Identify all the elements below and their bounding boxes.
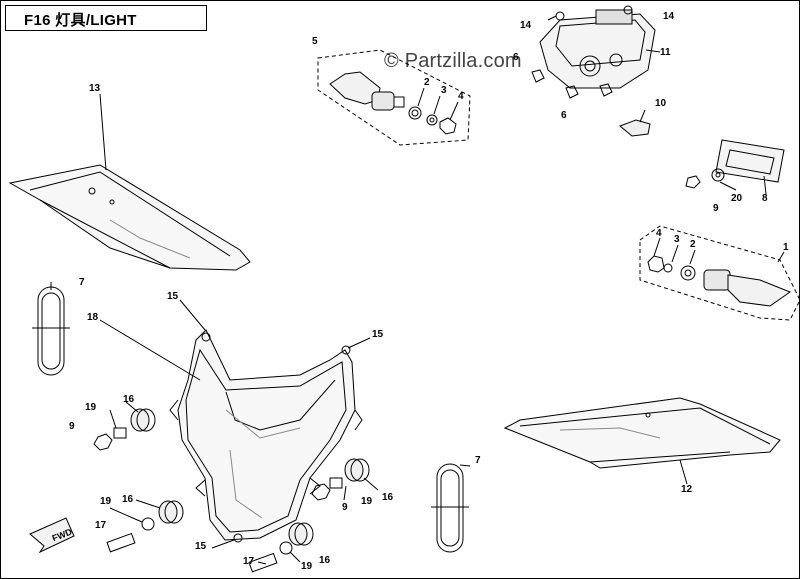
left-turn-signal bbox=[317, 49, 471, 146]
callout-4-left: 4 bbox=[458, 91, 464, 102]
callout-6-upper: 6 bbox=[513, 52, 519, 63]
callout-13: 13 bbox=[89, 83, 101, 94]
left-cover-panel bbox=[8, 93, 251, 271]
callout-16-lower-left: 16 bbox=[122, 494, 134, 505]
right-cover-panel bbox=[503, 397, 781, 485]
tail-light-housing bbox=[531, 5, 661, 99]
right-turn-signal bbox=[639, 225, 800, 321]
license-light-bracket bbox=[619, 109, 651, 137]
forward-direction-arrow bbox=[29, 517, 75, 554]
callout-12: 12 bbox=[681, 484, 693, 495]
callout-16-right: 16 bbox=[382, 492, 394, 503]
callout-3-left: 3 bbox=[441, 85, 447, 96]
callout-19-lower-right: 19 bbox=[301, 561, 313, 572]
callout-15-bottom: 15 bbox=[195, 541, 207, 552]
left-lower-mount-hardware bbox=[106, 499, 184, 553]
headlight-assembly bbox=[99, 299, 371, 549]
callout-15-right: 15 bbox=[372, 329, 384, 340]
callout-19-upper-left: 19 bbox=[85, 402, 97, 413]
callout-9-reflector: 9 bbox=[713, 203, 719, 214]
callout-17-right: 17 bbox=[243, 556, 255, 567]
callout-16-upper-left: 16 bbox=[123, 394, 135, 405]
callout-17-left: 17 bbox=[95, 520, 107, 531]
callout-7-right: 7 bbox=[475, 455, 481, 466]
callout-3-right: 3 bbox=[674, 234, 680, 245]
title-block: F16 灯具/LIGHT bbox=[5, 5, 207, 31]
callout-18: 18 bbox=[87, 312, 99, 323]
callout-9-right: 9 bbox=[342, 502, 348, 513]
callout-11: 11 bbox=[660, 47, 671, 58]
callout-10: 10 bbox=[655, 98, 667, 109]
callout-6-lower: 6 bbox=[561, 110, 567, 121]
callout-4-right: 4 bbox=[656, 228, 662, 239]
callout-15-top: 15 bbox=[167, 291, 179, 302]
callout-14-left: 14 bbox=[520, 20, 532, 31]
callout-2-left: 2 bbox=[424, 77, 430, 88]
callout-1: 1 bbox=[783, 242, 789, 253]
callout-8: 8 bbox=[762, 193, 768, 204]
rear-reflector-plate bbox=[685, 139, 785, 195]
callout-5: 5 bbox=[312, 36, 318, 47]
callout-19-right: 19 bbox=[361, 496, 373, 507]
callout-9-upper-left: 9 bbox=[69, 421, 75, 432]
callout-19-lower-left: 19 bbox=[100, 496, 112, 507]
callout-14-right: 14 bbox=[663, 11, 675, 22]
callout-20: 20 bbox=[731, 193, 743, 204]
right-upper-mount-hardware bbox=[311, 458, 379, 501]
left-upper-mount-hardware bbox=[93, 401, 156, 451]
callout-16-lower-right: 16 bbox=[319, 555, 331, 566]
right-reflector bbox=[431, 463, 471, 553]
diagram-title: F16 灯具/LIGHT bbox=[24, 12, 137, 29]
watermark: © Partzilla.com bbox=[384, 50, 522, 72]
callout-2-right: 2 bbox=[690, 239, 696, 250]
left-reflector bbox=[32, 282, 70, 376]
right-lower-mount-hardware bbox=[248, 522, 314, 573]
callout-7-left: 7 bbox=[79, 277, 85, 288]
